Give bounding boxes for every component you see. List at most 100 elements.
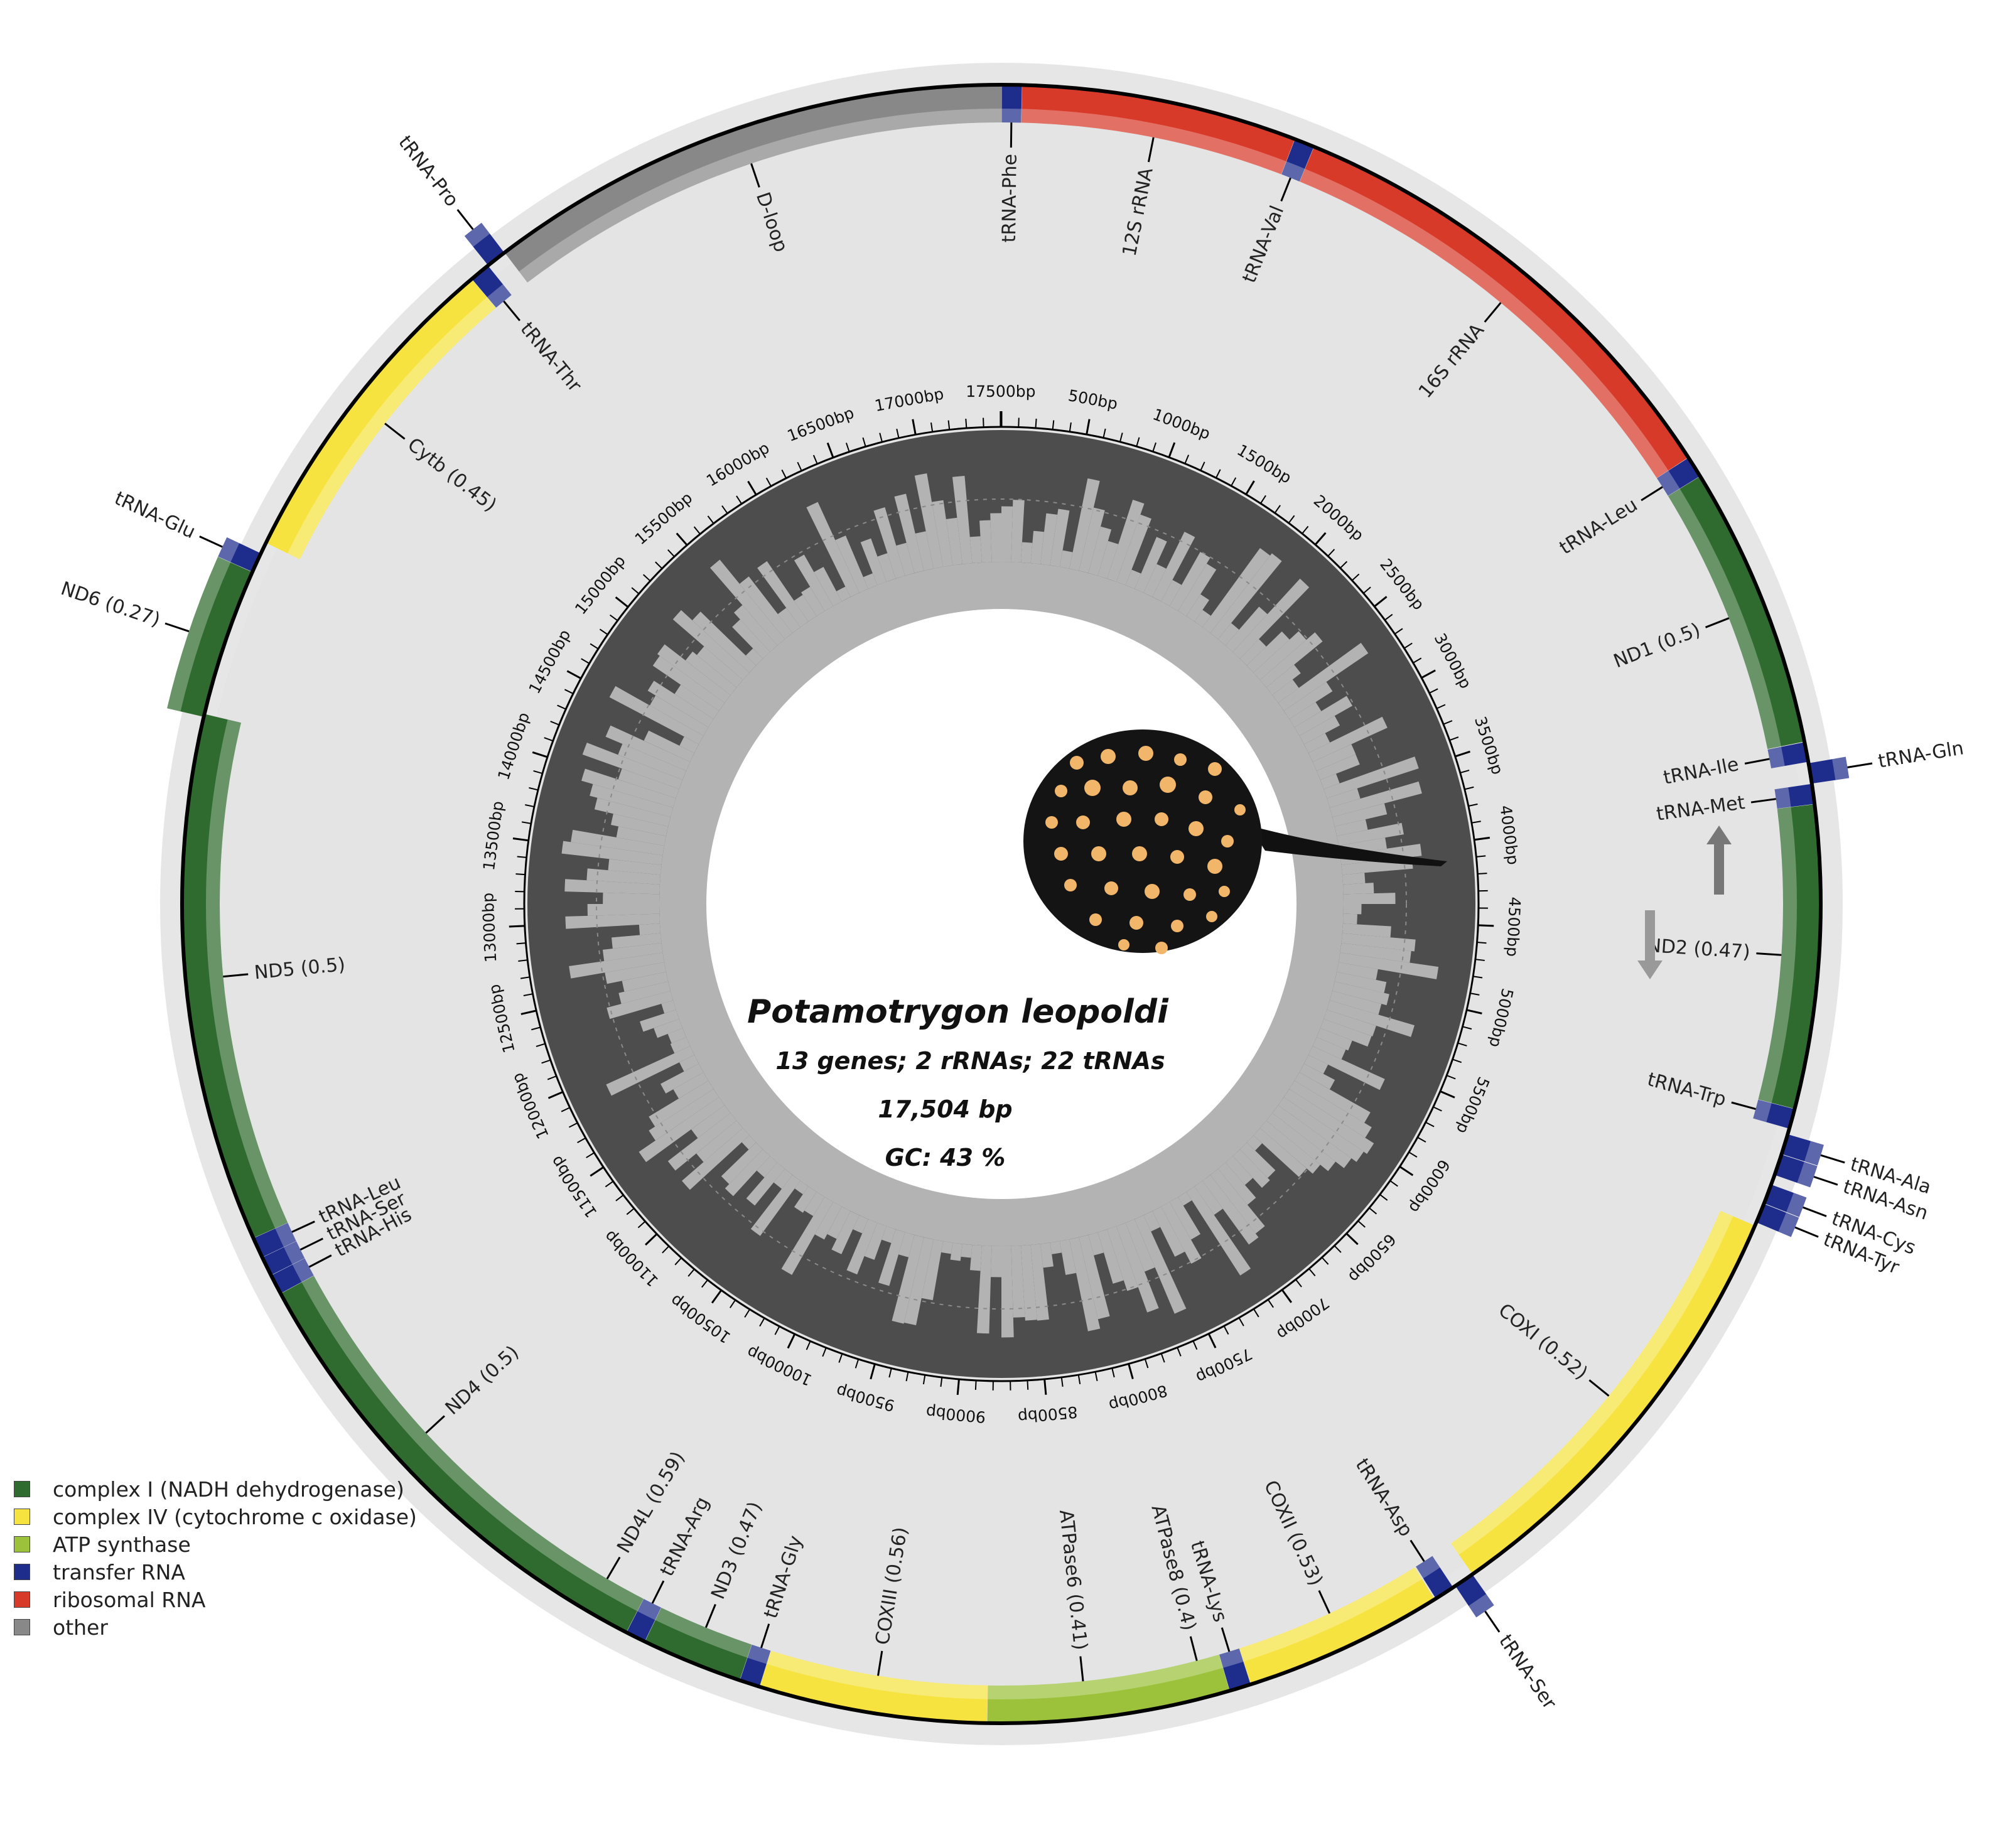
gc-bar-183 bbox=[649, 695, 709, 736]
tick-mark bbox=[568, 1122, 578, 1128]
gene-arc-0 bbox=[1001, 85, 1022, 123]
tick-mark bbox=[747, 480, 757, 495]
gc-bar-7 bbox=[1069, 478, 1100, 571]
gc-bar-27 bbox=[1239, 639, 1266, 666]
gc-bar-154 bbox=[661, 1000, 676, 1014]
legend-label: transfer RNA bbox=[53, 1559, 186, 1584]
gc-bar-21 bbox=[1194, 610, 1211, 628]
gc-bar-60 bbox=[1339, 952, 1439, 979]
gc-bar-37 bbox=[1299, 716, 1340, 745]
gc-bar-180 bbox=[644, 730, 694, 762]
tick-mark bbox=[1152, 442, 1156, 452]
tick-mark bbox=[1345, 1232, 1359, 1245]
gene-label-leader-31 bbox=[223, 973, 249, 978]
stingray-spot-23 bbox=[1104, 881, 1118, 895]
tick-mark bbox=[662, 1245, 670, 1254]
genome-length: 17,504 bp bbox=[878, 1095, 1013, 1123]
gc-bar-116 bbox=[921, 1239, 944, 1301]
stingray-disc bbox=[1023, 729, 1262, 953]
stingray-spot-1 bbox=[1101, 749, 1116, 764]
tick-mark bbox=[599, 628, 608, 635]
gene-label-leader-27 bbox=[425, 1415, 445, 1434]
tick-mark bbox=[721, 505, 728, 514]
gc-bar-96 bbox=[1125, 1219, 1155, 1272]
gene-arc-highlight-18 bbox=[1239, 1567, 1422, 1662]
tick-mark bbox=[870, 1364, 876, 1380]
gc-bar-92 bbox=[1161, 1202, 1202, 1264]
tick-mark bbox=[1455, 750, 1470, 758]
gc-bar-174 bbox=[590, 783, 674, 817]
tick-mark bbox=[1374, 596, 1388, 608]
gc-bar-173 bbox=[594, 797, 671, 827]
tick-mark bbox=[854, 1358, 860, 1369]
gc-bar-71 bbox=[1304, 1055, 1329, 1074]
tick-mark bbox=[520, 976, 531, 979]
tick-mark bbox=[930, 422, 934, 433]
tick-mark bbox=[557, 704, 566, 710]
tick-mark bbox=[1443, 720, 1453, 725]
gc-bar-9 bbox=[1088, 526, 1112, 576]
gc-bar-55 bbox=[1343, 904, 1362, 915]
gc-bar-59 bbox=[1340, 943, 1411, 963]
gc-bar-187 bbox=[657, 644, 731, 703]
gc-bar-165 bbox=[603, 892, 660, 904]
gene-arc-29 bbox=[262, 1241, 305, 1276]
gc-bar-62 bbox=[1334, 972, 1387, 993]
tick-mark bbox=[812, 455, 818, 465]
tick-mark bbox=[1340, 561, 1348, 569]
tick-mark bbox=[1069, 422, 1072, 432]
gc-bar-113 bbox=[961, 1244, 973, 1258]
gc-bar-194 bbox=[733, 605, 778, 652]
gc-bar-87 bbox=[1202, 1175, 1259, 1245]
gene-arc-32 bbox=[167, 557, 252, 717]
gc-bar-144 bbox=[649, 1089, 720, 1141]
gene-label-leader-35 bbox=[503, 300, 521, 321]
tick-mark bbox=[517, 856, 527, 858]
gc-bar-192 bbox=[745, 648, 763, 666]
stingray-spot-16 bbox=[1221, 835, 1234, 847]
tick-mark bbox=[1457, 1042, 1467, 1046]
gc-bar-161 bbox=[612, 933, 662, 949]
gc-bar-145 bbox=[649, 1080, 714, 1127]
tick-mark bbox=[922, 1375, 926, 1385]
tick-mark bbox=[822, 1347, 827, 1357]
gc-bar-25 bbox=[1225, 606, 1268, 652]
gene-arc-highlight-14 bbox=[1778, 1212, 1799, 1237]
gc-bar-168 bbox=[608, 859, 662, 875]
gc-bar-181 bbox=[679, 736, 699, 753]
legend-label: ribosomal RNA bbox=[53, 1587, 206, 1612]
gc-bar-64 bbox=[1329, 991, 1382, 1015]
gc-midline-dotted bbox=[596, 498, 1407, 1310]
gc-bar-122 bbox=[864, 1222, 887, 1260]
gc-bar-114 bbox=[950, 1242, 962, 1261]
stingray-spot-4 bbox=[1208, 762, 1222, 776]
gc-bar-143 bbox=[639, 1097, 725, 1163]
gc-bar-189 bbox=[696, 646, 743, 688]
gc-bar-11 bbox=[1107, 499, 1145, 582]
gene-arc-highlight-24 bbox=[655, 1607, 752, 1658]
gc-bar-129 bbox=[804, 1192, 825, 1217]
gc-bar-169 bbox=[561, 841, 663, 865]
gc-bar-152 bbox=[654, 1019, 683, 1038]
gene-arc-21 bbox=[987, 1665, 1186, 1724]
tick-mark bbox=[1389, 1180, 1398, 1187]
tick-mark bbox=[1404, 642, 1413, 649]
gene-arc-highlight-4 bbox=[1657, 470, 1680, 496]
legend-label: other bbox=[53, 1615, 108, 1640]
tick-mark bbox=[1267, 1299, 1274, 1308]
tick-mark bbox=[1470, 993, 1480, 996]
tick-mark bbox=[1295, 1279, 1302, 1288]
tick-mark bbox=[1429, 688, 1438, 694]
gene-arc-34 bbox=[266, 279, 496, 560]
gc-bar-176 bbox=[618, 768, 679, 799]
gc-bar-147 bbox=[660, 1063, 704, 1094]
gc-bar-111 bbox=[976, 1245, 992, 1334]
gc-bar-46 bbox=[1332, 803, 1388, 827]
gc-bar-13 bbox=[1125, 569, 1141, 589]
gc-bar-22 bbox=[1202, 547, 1270, 633]
gc-bar-31 bbox=[1266, 664, 1301, 696]
gene-arc-highlight-0 bbox=[1001, 109, 1021, 123]
legend-swatch bbox=[14, 1481, 30, 1497]
gc-bar-202 bbox=[814, 566, 842, 606]
gene-label-leader-15 bbox=[1588, 1379, 1610, 1397]
